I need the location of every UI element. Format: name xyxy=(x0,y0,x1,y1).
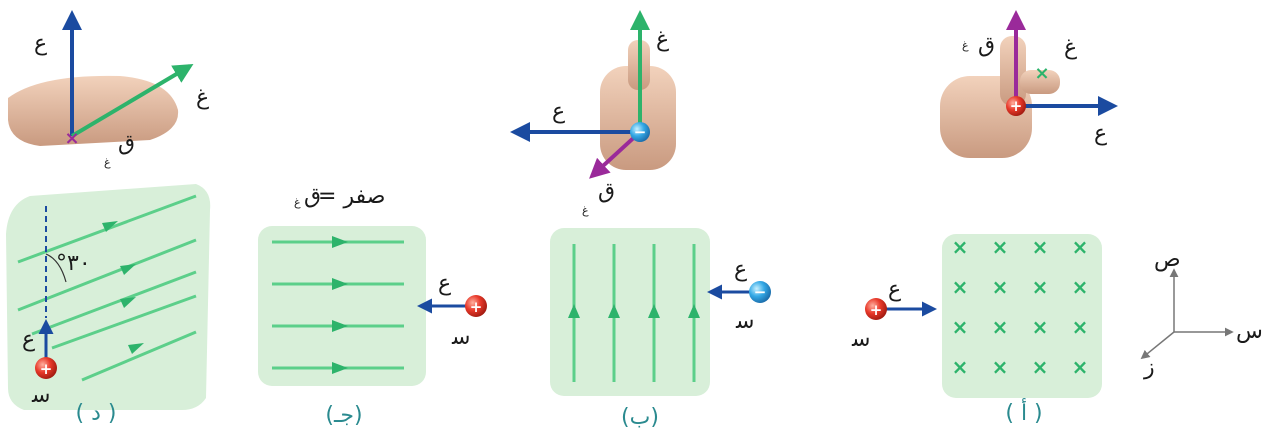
label-angle-d: °٣٠ xyxy=(56,251,91,276)
panel-b: − غ ع ق غ − ع ﺳ (ب) xyxy=(510,10,771,430)
svg-text:×: × xyxy=(952,315,969,339)
panel-d: × ع غ ق غ °٣٠ + ع ﺳ ( د ) xyxy=(6,10,211,426)
caption-b: (ب) xyxy=(621,405,659,430)
svg-text:−: − xyxy=(754,283,767,301)
svg-text:+: + xyxy=(870,301,883,319)
svg-text:×: × xyxy=(1032,235,1049,259)
label-velocity-particle-b: ع xyxy=(734,257,747,282)
svg-text:×: × xyxy=(1032,315,1049,339)
svg-text:×: × xyxy=(1032,355,1049,379)
field-region-a xyxy=(942,234,1102,398)
svg-text:×: × xyxy=(1072,355,1089,379)
label-charge-d: ﺳ xyxy=(31,383,50,408)
axis-z xyxy=(1140,331,1175,360)
label-force-d: ق xyxy=(118,131,135,156)
label-velocity-d: ع xyxy=(34,31,47,56)
axis-x-label: س xyxy=(1236,319,1263,344)
field-line-arrows-c xyxy=(332,236,348,374)
positive-charge-c: + xyxy=(465,295,487,317)
field-crosses-a: × × × × × × × × × × × × × × × × xyxy=(952,235,1089,379)
label-velocity-b: ع xyxy=(552,99,565,124)
svg-text:×: × xyxy=(1072,275,1089,299)
label-force-sub-a: غ xyxy=(962,39,969,52)
coordinate-axes: ص س ز xyxy=(1140,247,1263,380)
positive-charge-hand-a: + xyxy=(1006,96,1026,116)
label-zero-c: = صفر xyxy=(318,184,385,209)
svg-text:×: × xyxy=(952,355,969,379)
svg-text:+: + xyxy=(1010,97,1023,115)
field-region-d xyxy=(6,184,211,410)
svg-text:×: × xyxy=(1032,275,1049,299)
axis-y-label: ص xyxy=(1154,247,1181,272)
label-velocity-particle-a: ع xyxy=(888,277,901,302)
svg-text:×: × xyxy=(992,275,1009,299)
positive-charge-d: + xyxy=(35,357,57,379)
force-arrow-b xyxy=(589,130,642,179)
svg-text:×: × xyxy=(992,355,1009,379)
label-charge-b: ﺳ xyxy=(735,309,754,334)
label-velocity-particle-c: ع xyxy=(438,271,451,296)
hand-d xyxy=(8,75,179,146)
svg-text:+: + xyxy=(40,360,53,378)
label-force-zero-c: ق xyxy=(304,184,321,209)
svg-text:×: × xyxy=(992,315,1009,339)
svg-text:−: − xyxy=(634,123,647,141)
negative-charge-hand-b: − xyxy=(630,122,650,142)
field-into-page-symbol-a: × xyxy=(1034,63,1049,84)
svg-text:+: + xyxy=(470,298,483,316)
label-field-b: غ xyxy=(656,27,669,52)
label-charge-c: ﺳ xyxy=(451,325,470,350)
label-velocity-a: ع xyxy=(1094,121,1107,146)
field-arrow-d xyxy=(70,63,194,138)
negative-charge-b: − xyxy=(749,281,771,303)
field-line-arrows-d xyxy=(102,221,144,354)
caption-d: ( د ) xyxy=(76,401,117,426)
svg-text:×: × xyxy=(1072,235,1089,259)
svg-text:×: × xyxy=(952,235,969,259)
panel-a: × + ق غ غ ع × × × × × × × × × × × × × × × × + ع ﺳ ( … xyxy=(851,10,1118,426)
panel-c: ق غ = صفر + ع ﺳ (جـ) xyxy=(258,184,487,428)
label-force-b: ق xyxy=(598,179,615,204)
caption-a: ( أ ) xyxy=(1005,398,1042,426)
angle-arc-d xyxy=(45,253,67,283)
axis-z-label: ز xyxy=(1143,355,1155,380)
caption-c: (جـ) xyxy=(325,403,362,428)
label-force-sub-c: غ xyxy=(294,196,301,209)
label-field-d: غ xyxy=(196,85,209,110)
label-charge-a: ﺳ xyxy=(851,327,870,352)
label-velocity-particle-d: ع xyxy=(22,327,35,352)
label-force-sub-d: غ xyxy=(104,156,111,169)
label-field-a: غ xyxy=(1064,35,1077,60)
field-region-c xyxy=(258,226,426,386)
svg-text:×: × xyxy=(952,275,969,299)
svg-text:×: × xyxy=(992,235,1009,259)
label-force-sub-b: غ xyxy=(582,204,589,217)
positive-charge-a: + xyxy=(865,298,887,320)
force-into-page-symbol-d: × xyxy=(64,128,79,149)
svg-text:×: × xyxy=(1072,315,1089,339)
hand-a xyxy=(940,36,1060,158)
field-region-b xyxy=(550,228,710,396)
field-line-arrows-b xyxy=(568,304,700,318)
label-force-a: ق xyxy=(978,33,995,58)
